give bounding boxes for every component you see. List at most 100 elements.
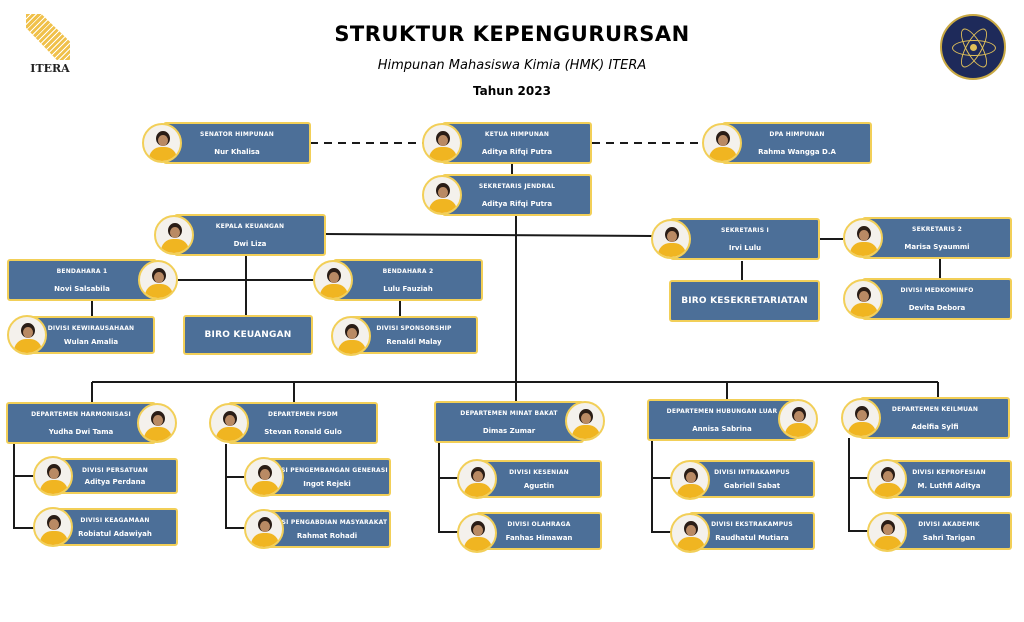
- kewirausahaan-photo-avatar: [7, 315, 47, 355]
- kewirausahaan-box: DIVISI KEWIRAUSAHAAN Wulan Amalia: [27, 316, 155, 354]
- div-ekstrakampus-photo-avatar: [670, 513, 710, 553]
- sekretaris2-photo-avatar: [843, 218, 883, 258]
- bendahara2-name: Lulu Fauziah: [383, 285, 433, 293]
- biro-kesekretariatan-box: BIRO KESEKRETARIATAN: [669, 280, 820, 322]
- dept-hubungan-box: DEPARTEMEN HUBUNGAN LUAR Annisa Sabrina: [647, 399, 797, 441]
- itera-logo-text: ITERA: [30, 62, 70, 75]
- dept-harmonisasi-role: DEPARTEMEN HARMONISASI: [31, 411, 131, 418]
- div-pengembangan-role: DIVISI PENGEMBANGAN GENERASI: [266, 467, 388, 474]
- div-akademik-photo-avatar: [867, 512, 907, 552]
- sponsorship-box: DIVISI SPONSORSHIP Renaldi Malay: [350, 316, 478, 354]
- div-olahraga-name: Fanhas Himawan: [505, 534, 573, 542]
- div-keprofesian-box: DIVISI KEPROFESIAN M. Luthfi Aditya: [886, 460, 1012, 498]
- sekretaris1-role: SEKRETARIS I: [721, 227, 769, 234]
- sekjen-role: SEKRETARIS JENDRAL: [478, 183, 556, 190]
- bendahara1-name: Novi Salsabila: [54, 285, 110, 293]
- div-keagamaan-name: Robiatul Adawiyah: [78, 530, 152, 538]
- div-akademik-name: Sahri Tarigan: [922, 534, 976, 542]
- bendahara2-box: BENDAHARA 2 Lulu Fauziah: [333, 259, 483, 301]
- div-olahraga-photo-avatar: [457, 513, 497, 553]
- div-keprofesian-role: DIVISI KEPROFESIAN: [912, 469, 986, 476]
- ketua-photo-avatar: [422, 123, 462, 163]
- sekretaris1-name: Irvi Lulu: [728, 244, 762, 252]
- senator-box: SENATOR HIMPUNAN Nur Khalisa: [163, 122, 311, 164]
- kewirausahaan-name: Wulan Amalia: [63, 338, 119, 346]
- sponsorship-role: DIVISI SPONSORSHIP: [376, 325, 452, 332]
- ketua-name: Aditya Rifqi Putra: [481, 148, 553, 156]
- senator-photo-avatar: [142, 123, 182, 163]
- itera-logo: ITERA: [22, 14, 78, 78]
- medkominfo-name: Devita Debora: [908, 304, 966, 312]
- bendahara1-box: BENDAHARA 1 Novi Salsabila: [7, 259, 157, 301]
- bendahara1-role: BENDAHARA 1: [56, 268, 108, 275]
- sekretaris2-name: Marisa Syaummi: [904, 243, 970, 251]
- div-pengembangan-photo-avatar: [244, 457, 284, 497]
- dept-keilmuan-photo-avatar: [841, 398, 881, 438]
- div-intrakampus-box: DIVISI INTRAKAMPUS Gabriell Sabat: [689, 460, 815, 498]
- line-keuangan-sekretaris: [324, 233, 653, 237]
- div-keprofesian-name: M. Luthfi Aditya: [917, 482, 981, 490]
- sekretaris1-photo-avatar: [651, 219, 691, 259]
- dept-keilmuan-role: DEPARTEMEN KEILMUAN: [891, 406, 979, 413]
- div-pengabdian-role: DIVISI PENGABDIAN MASYARAKAT: [266, 519, 388, 526]
- div-ekstrakampus-name: Raudhatul Mutiara: [715, 534, 789, 542]
- div-akademik-box: DIVISI AKADEMIK Sahri Tarigan: [886, 512, 1012, 550]
- biro-keuangan-box: BIRO KEUANGAN: [183, 315, 313, 355]
- medkominfo-box: DIVISI MEDKOMINFO Devita Debora: [862, 278, 1012, 320]
- dept-keilmuan-name: Adelfia Sylfi: [911, 423, 959, 431]
- senator-name: Nur Khalisa: [214, 148, 260, 156]
- dept-minat-name: Dimas Zumar: [482, 427, 536, 435]
- sekretaris2-box: SEKRETARIS 2 Marisa Syaummi: [862, 217, 1012, 259]
- ketua-box: KETUA HIMPUNAN Aditya Rifqi Putra: [442, 122, 592, 164]
- sponsorship-name: Renaldi Malay: [386, 338, 442, 346]
- kepala-keuangan-name: Dwi Liza: [233, 240, 267, 248]
- div-intrakampus-photo-avatar: [670, 460, 710, 500]
- div-olahraga-role: DIVISI OLAHRAGA: [507, 521, 571, 528]
- sekjen-box: SEKRETARIS JENDRAL Aditya Rifqi Putra: [442, 174, 592, 216]
- div-intrakampus-role: DIVISI INTRAKAMPUS: [714, 469, 790, 476]
- dept-hubungan-role: DEPARTEMEN HUBUNGAN LUAR: [666, 408, 778, 415]
- div-kesenian-box: DIVISI KESENIAN Agustin: [476, 460, 602, 498]
- dept-psdm-name: Stevan Ronald Gulo: [264, 428, 342, 436]
- kepala-keuangan-photo-avatar: [154, 215, 194, 255]
- bendahara2-role: BENDAHARA 2: [382, 268, 434, 275]
- sekretaris2-role: SEKRETARIS 2: [912, 226, 962, 233]
- bendahara1-photo-avatar: [138, 260, 178, 300]
- dept-minat-role: DEPARTEMEN MINAT BAKAT: [460, 410, 558, 417]
- dept-hubungan-photo-avatar: [778, 399, 818, 439]
- div-persatuan-box: DIVISI PERSATUAN Aditya Perdana: [52, 458, 178, 494]
- div-pengabdian-box: DIVISI PENGABDIAN MASYARAKAT Rahmat Roha…: [263, 510, 391, 548]
- senator-role: SENATOR HIMPUNAN: [200, 131, 274, 138]
- biro-kesekretariatan-label: BIRO KESEKRETARIATAN: [681, 296, 808, 306]
- kepala-keuangan-box: KEPALA KEUANGAN Dwi Liza: [174, 214, 326, 256]
- div-kesenian-role: DIVISI KESENIAN: [509, 469, 569, 476]
- div-ekstrakampus-role: DIVISI EKSTRAKAMPUS: [711, 521, 793, 528]
- kewirausahaan-role: DIVISI KEWIRAUSAHAAN: [47, 325, 135, 332]
- dept-minat-photo-avatar: [565, 401, 605, 441]
- div-persatuan-name: Aditya Perdana: [84, 478, 146, 486]
- div-pengabdian-photo-avatar: [244, 509, 284, 549]
- div-intrakampus-name: Gabriell Sabat: [723, 482, 781, 490]
- kepala-keuangan-role: KEPALA KEUANGAN: [215, 223, 285, 230]
- dpa-role: DPA HIMPUNAN: [769, 131, 825, 138]
- div-keprofesian-photo-avatar: [867, 459, 907, 499]
- div-keagamaan-photo-avatar: [33, 507, 73, 547]
- medkominfo-photo-avatar: [843, 279, 883, 319]
- div-kesenian-photo-avatar: [457, 459, 497, 499]
- div-persatuan-photo-avatar: [33, 456, 73, 496]
- div-akademik-role: DIVISI AKADEMIK: [918, 521, 980, 528]
- dept-keilmuan-box: DEPARTEMEN KEILMUAN Adelfia Sylfi: [860, 397, 1010, 439]
- sponsorship-photo-avatar: [331, 316, 371, 356]
- dept-psdm-role: DEPARTEMEN PSDM: [268, 411, 338, 418]
- div-pengembangan-name: Ingot Rejeki: [303, 480, 351, 488]
- dept-harmonisasi-box: DEPARTEMEN HARMONISASI Yudha Dwi Tama: [6, 402, 156, 444]
- dept-harmonisasi-name: Yudha Dwi Tama: [48, 428, 114, 436]
- hmk-logo-icon: [940, 14, 1006, 80]
- div-keagamaan-role: DIVISI KEAGAMAAN: [80, 517, 150, 524]
- ketua-role: KETUA HIMPUNAN: [484, 131, 550, 138]
- div-persatuan-role: DIVISI PERSATUAN: [82, 467, 148, 474]
- sekretaris1-box: SEKRETARIS I Irvi Lulu: [670, 218, 820, 260]
- dept-minat-box: DEPARTEMEN MINAT BAKAT Dimas Zumar: [434, 401, 584, 443]
- page-year: Tahun 2023: [473, 84, 551, 98]
- dpa-name: Rahma Wangga D.A: [758, 148, 836, 156]
